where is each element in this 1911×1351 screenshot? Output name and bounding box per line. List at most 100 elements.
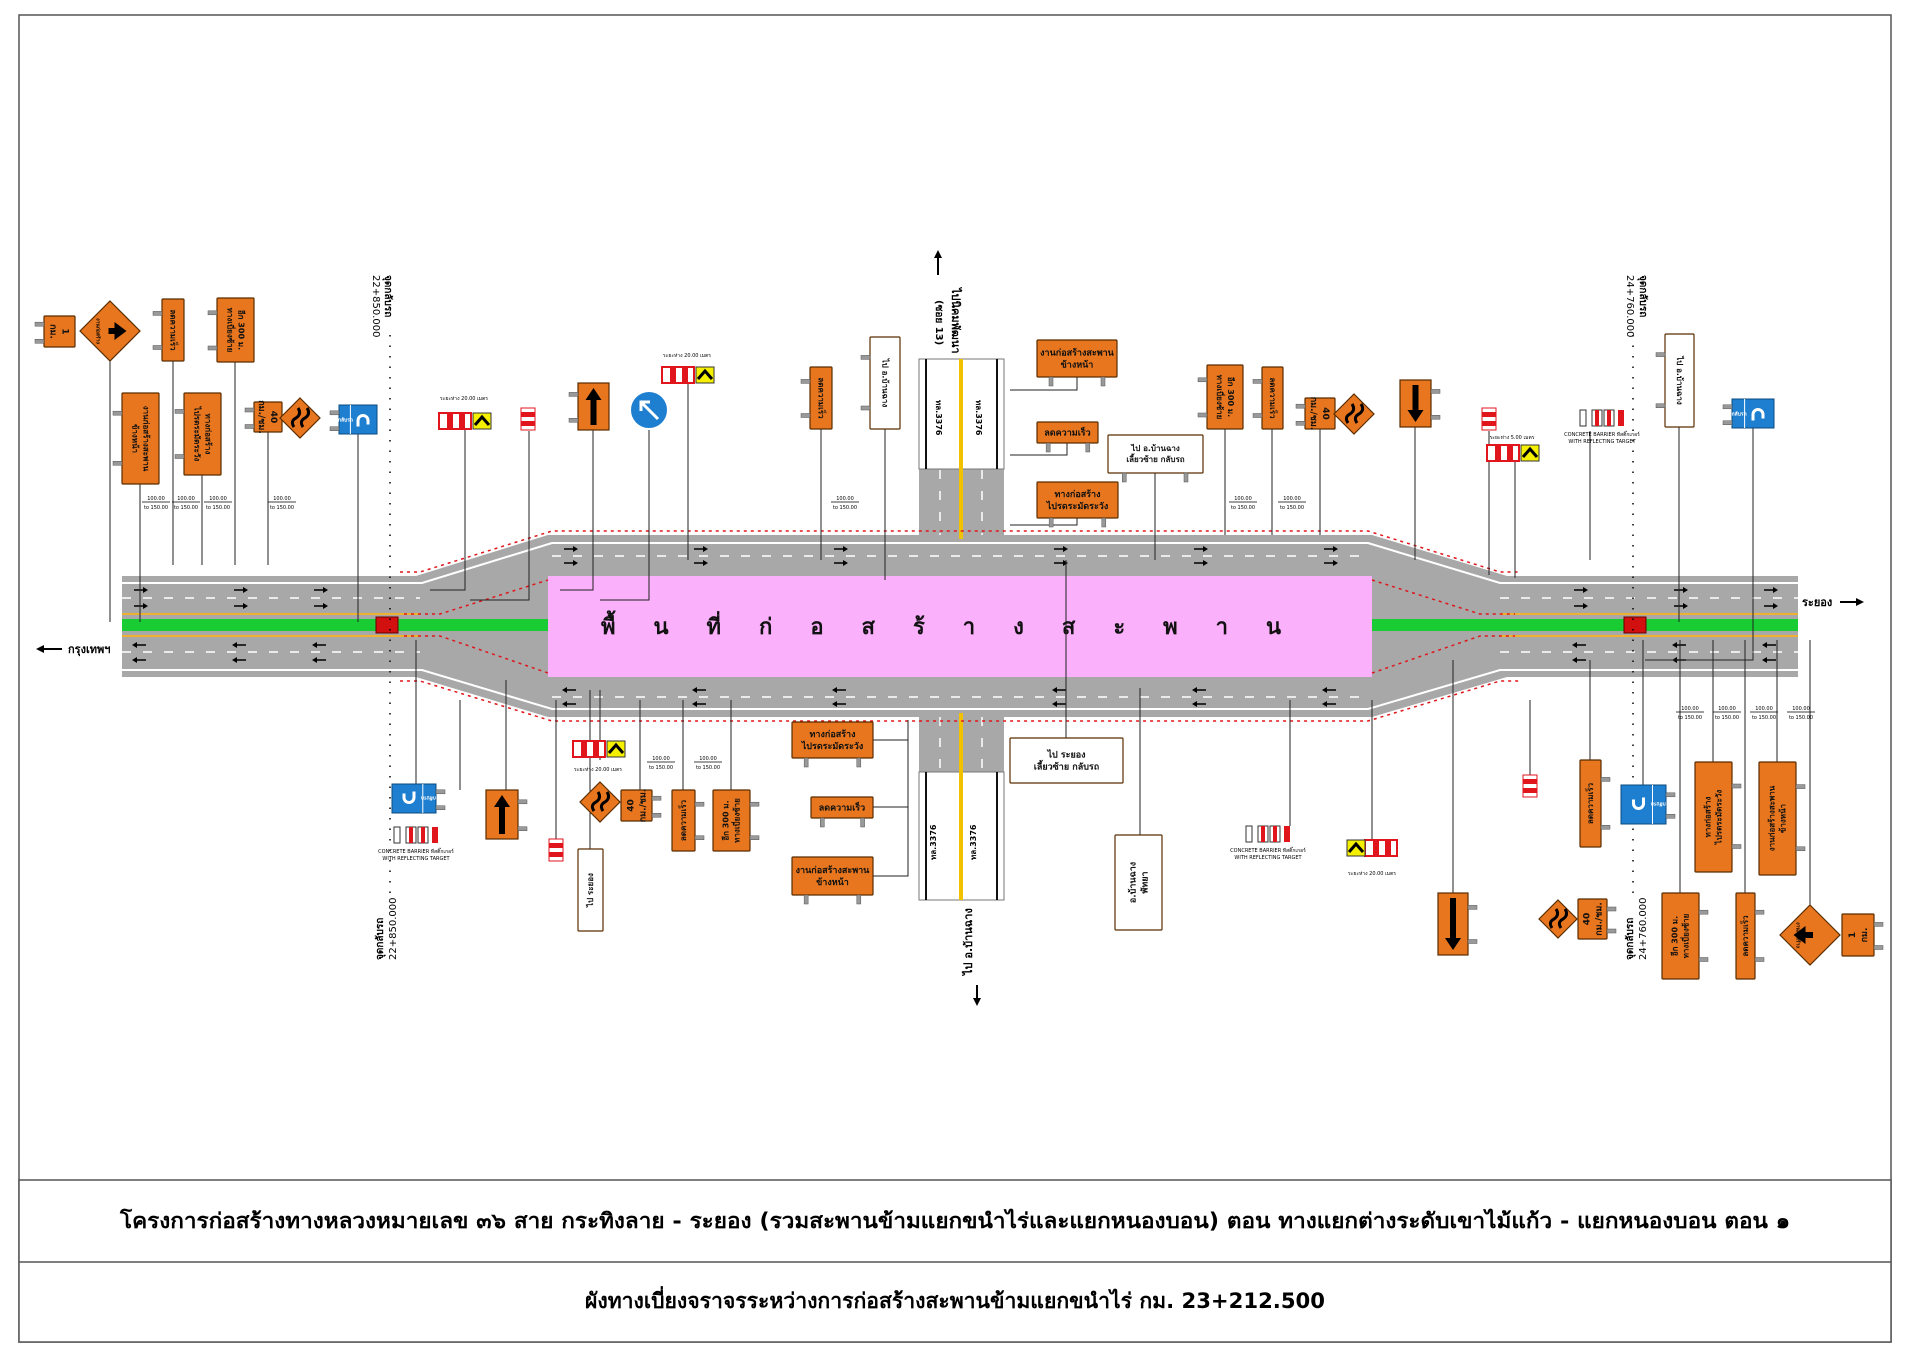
chevron-icon — [1521, 446, 1539, 458]
traffic-arrow-icon — [1764, 603, 1778, 609]
traffic-arrow-icon — [1054, 546, 1068, 552]
arrow-up-icon — [494, 795, 510, 807]
traffic-arrow-icon — [1674, 587, 1688, 593]
sign-to-banchang: ไป อ.บ้านฉาง — [860, 336, 901, 430]
drum-barrier — [1481, 407, 1497, 431]
sign-text: 100.00 — [147, 496, 165, 502]
sign-text: พัทยา — [1140, 871, 1151, 893]
winding-road-icon — [1344, 403, 1365, 424]
traffic-arrow-icon — [1192, 701, 1206, 707]
sign-text: ระยะห่าง 20.00 เมตร — [1348, 871, 1396, 877]
uturn-opening-east — [1623, 616, 1647, 634]
sign-text: ทางเบี่ยงซ้าย — [1680, 913, 1691, 958]
sign-text: ลดความเร็ว — [168, 309, 179, 351]
sign-text: กลับรถ — [421, 795, 436, 802]
sign-reduce-speed: ลดความเร็ว — [1735, 892, 1765, 980]
road-label: ทล.3376 — [974, 400, 983, 436]
uturn-opening-west — [375, 616, 399, 634]
keep-left-arrow-icon — [639, 400, 660, 421]
sign-text: to 150.00 — [1715, 715, 1739, 721]
traffic-arrow-icon — [832, 701, 846, 707]
sign-text: ระยะห่าง 20.00 เมตร — [663, 353, 711, 359]
traffic-arrow-icon — [1194, 546, 1208, 552]
traffic-arrow-icon — [832, 687, 846, 693]
sign-text: ทางเบี่ยงซ้าย — [1215, 375, 1226, 420]
sign-keep-down — [1399, 379, 1441, 428]
sign-text: ลดความเร็ว — [1044, 426, 1090, 439]
road-label: ทล.3376 — [934, 400, 943, 436]
distance-dimension: 100.00 to 150.00 — [1676, 706, 1704, 721]
sign-text: to 150.00 — [696, 765, 720, 771]
sign-text: งานก่อสร้างสะพาน — [796, 865, 871, 876]
sign-text: กลับรถ — [1651, 801, 1666, 808]
direction-east-label: ระยอง — [1802, 596, 1832, 609]
sign-reduce-speed: ลดความเร็ว — [810, 796, 874, 828]
sign-text: ลดความเร็ว — [1584, 782, 1595, 824]
winding-road-icon — [1548, 908, 1569, 929]
sign-text: งานก่อสร้างสะพาน — [1767, 785, 1777, 851]
sign-text: อ.บ้านฉาง — [1128, 862, 1139, 903]
sign-text: 100.00 — [273, 496, 291, 502]
chevron-icon — [696, 368, 714, 380]
station-value: 22+850.000 — [388, 898, 399, 960]
sign-reduce-speed: ลดความเร็ว — [1252, 366, 1284, 430]
sign-text: 100.00 — [1681, 706, 1699, 712]
sign-text: ข้างหน้า — [1778, 804, 1788, 833]
traffic-arrow-icon — [1764, 587, 1778, 593]
traffic-arrow-icon — [1674, 603, 1688, 609]
sign-text: งานก่อสร้าง — [95, 318, 102, 344]
distance-dimension: 100.00 to 150.00 — [142, 496, 170, 511]
sign-text: to 150.00 — [144, 505, 168, 511]
sign-text: ข้างหน้า — [1061, 360, 1094, 371]
sign-text: 40 — [627, 799, 637, 812]
sign-text: ไป อ.บ้านฉาง — [880, 358, 890, 408]
sign-text: กลับรถ — [1732, 411, 1747, 418]
sign-text: 1 — [60, 328, 70, 334]
traffic-arrow-icon — [312, 642, 326, 648]
traffic-arrow-icon — [132, 657, 146, 663]
sign-reduce-speed: ลดความเร็ว — [800, 366, 833, 430]
sign-text: to 150.00 — [174, 505, 198, 511]
sign-text: 100.00 — [1755, 706, 1773, 712]
uturn-icon — [1751, 408, 1765, 421]
sign-detour-left: อีก 300 ม.ทางเบี่ยงซ้าย — [1197, 364, 1244, 430]
traffic-arrow-icon — [1194, 560, 1208, 566]
traffic-arrow-icon — [232, 642, 246, 648]
sign-winding-road — [1333, 393, 1375, 435]
sign-chevron-barrier: ระยะห่าง 20.00 เมตร — [661, 353, 715, 384]
sign-uturn: กลับรถ — [1620, 784, 1676, 825]
sign-uturn: กลับรถ — [1722, 398, 1775, 429]
traffic-arrow-icon — [692, 701, 706, 707]
traffic-arrow-icon — [1574, 603, 1588, 609]
sign-text: กม. — [48, 324, 58, 339]
traffic-arrow-icon — [1572, 657, 1586, 663]
sign-text: กม./ชม. — [1308, 397, 1318, 431]
uturn-station-east: จุดกลับรถ 24+760.000 จุดกลับรถ 24+760.00… — [1624, 275, 1649, 960]
sign-text: งานก่อสร้างสะพาน — [141, 406, 151, 472]
uturn-icon — [1632, 797, 1645, 810]
uturn-icon — [356, 414, 370, 427]
sign-text: 100.00 — [1283, 496, 1301, 502]
sign-chevron-barrier: ระยะห่าง 20.00 เมตร — [1346, 839, 1398, 877]
traffic-arrow-icon — [1322, 687, 1336, 693]
sign-text: ทางก่อสร้าง — [1054, 489, 1100, 500]
road-label: ทล.3376 — [929, 824, 938, 860]
sign-text: 40 — [1583, 913, 1593, 926]
sign-text: กม. — [1860, 928, 1870, 943]
sign-text: to 150.00 — [649, 765, 673, 771]
sign-text: to 150.00 — [1789, 715, 1813, 721]
sign-text: ทางก่อสร้าง — [809, 729, 855, 740]
sign-text: to 150.00 — [1678, 715, 1702, 721]
